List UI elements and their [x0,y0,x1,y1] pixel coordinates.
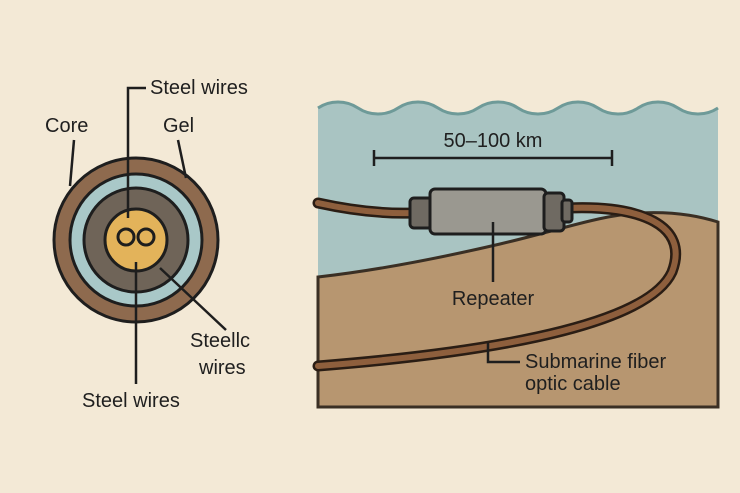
seabed-scene: 50–100 km Repeater Submarine fiber optic… [312,100,720,409]
leader-gel [176,139,188,179]
label-repeater: Repeater [452,288,535,310]
cable-right [315,204,679,369]
leader-steel-wires-top [126,86,146,218]
cable-cross-section: Steel wires Core Gel Steellc wires Steel… [45,77,250,412]
fiber-strand-right [136,227,156,247]
label-steel-wires-bottom: Steel wires [82,390,180,412]
leader-steellc-wires [159,267,227,331]
label-submarine-cable-line2: optic cable [525,373,621,395]
label-core: Core [45,115,88,137]
fiber-strand-left [116,227,136,247]
repeater-end [560,198,574,224]
label-gel: Gel [163,115,194,137]
label-submarine-cable-line1: Submarine fiber [525,351,667,373]
label-steellc-wires: wires [198,357,246,379]
wave-line [317,100,719,116]
core-circle [103,207,169,273]
leader-core [68,139,76,187]
repeater [408,187,574,236]
label-steel-wires-top: Steel wires [150,77,248,99]
repeater-body [428,187,548,236]
label-steellc: Steellc [190,330,250,352]
cable [315,200,415,217]
label-distance: 50–100 km [444,130,543,152]
leader-submarine-cable [486,343,520,364]
